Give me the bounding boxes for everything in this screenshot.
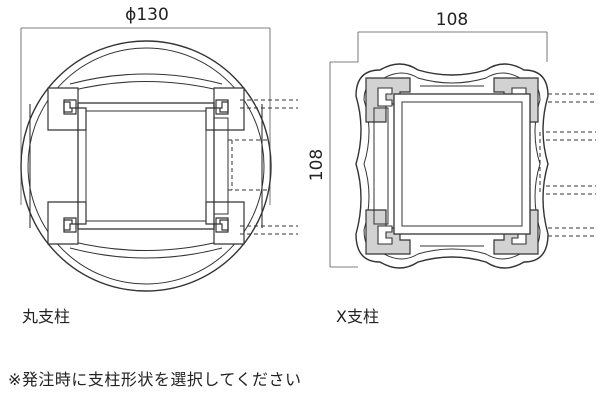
x-post-diagram: 108 108 [307,10,596,269]
x-dashed-extensions [539,93,596,237]
x-post-caption: X支柱 [336,307,379,326]
round-outer-circle [20,40,272,292]
round-inner-circle [27,47,265,285]
round-post-caption: 丸支柱 [22,307,71,326]
x-center-tube-outer [393,93,531,235]
round-diameter-label: ϕ130 [125,5,169,25]
round-center-tube-outer [77,102,215,230]
x-dimension-frame [329,31,548,268]
round-center-tube-inner [85,110,207,222]
x-center-tube-inner [401,101,523,227]
round-crossbars [29,73,263,259]
round-side-channel [213,99,298,235]
x-width-label: 108 [436,10,468,30]
x-height-label: 108 [307,149,327,181]
order-note: ※発注時に支柱形状を選択してください [8,370,302,389]
round-post-diagram: ϕ130 [20,5,298,292]
